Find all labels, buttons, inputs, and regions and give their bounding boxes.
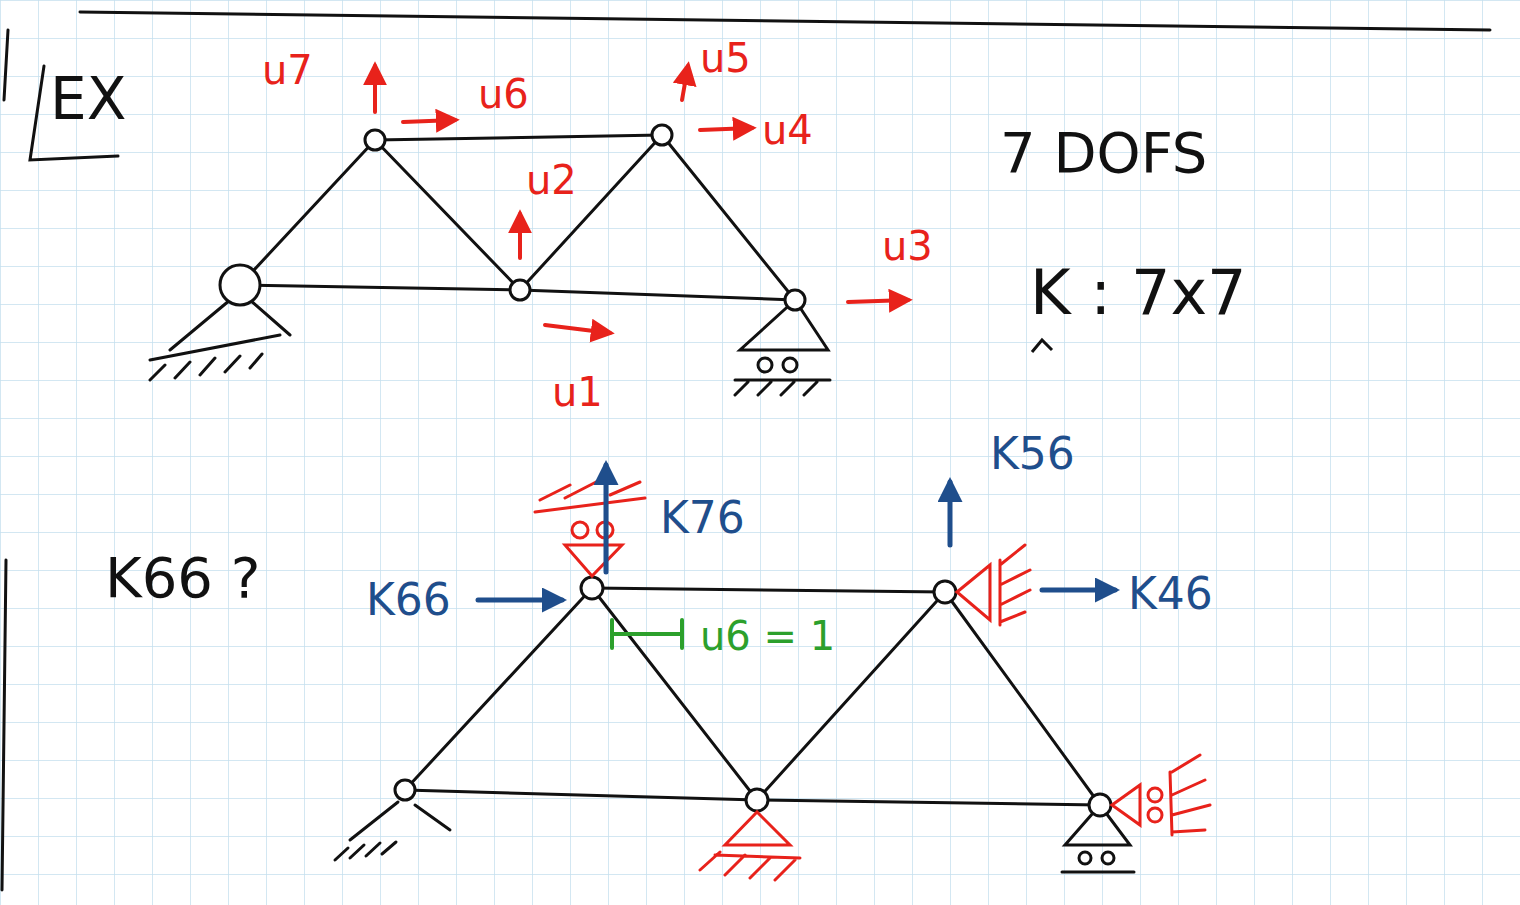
dof-label: u4 [762, 110, 813, 150]
stiffness-label: K76 [660, 496, 745, 540]
note-text: 7 DOFS [1000, 125, 1207, 181]
question-text: K66 ? [105, 550, 261, 606]
dof-label: u1 [552, 372, 603, 412]
dof-label: u5 [700, 38, 751, 78]
stiffness-label: K46 [1128, 572, 1213, 616]
example-heading: EX [50, 70, 126, 128]
dof-label: u2 [526, 160, 577, 200]
stiffness-label: K66 [366, 578, 451, 622]
displacement-label: u6 = 1 [700, 616, 835, 656]
dof-label: u3 [882, 226, 933, 266]
note-text: K : 7x7 [1030, 262, 1247, 324]
stiffness-label: K56 [990, 432, 1075, 476]
dof-label: u7 [262, 50, 313, 90]
dof-label: u6 [478, 74, 529, 114]
